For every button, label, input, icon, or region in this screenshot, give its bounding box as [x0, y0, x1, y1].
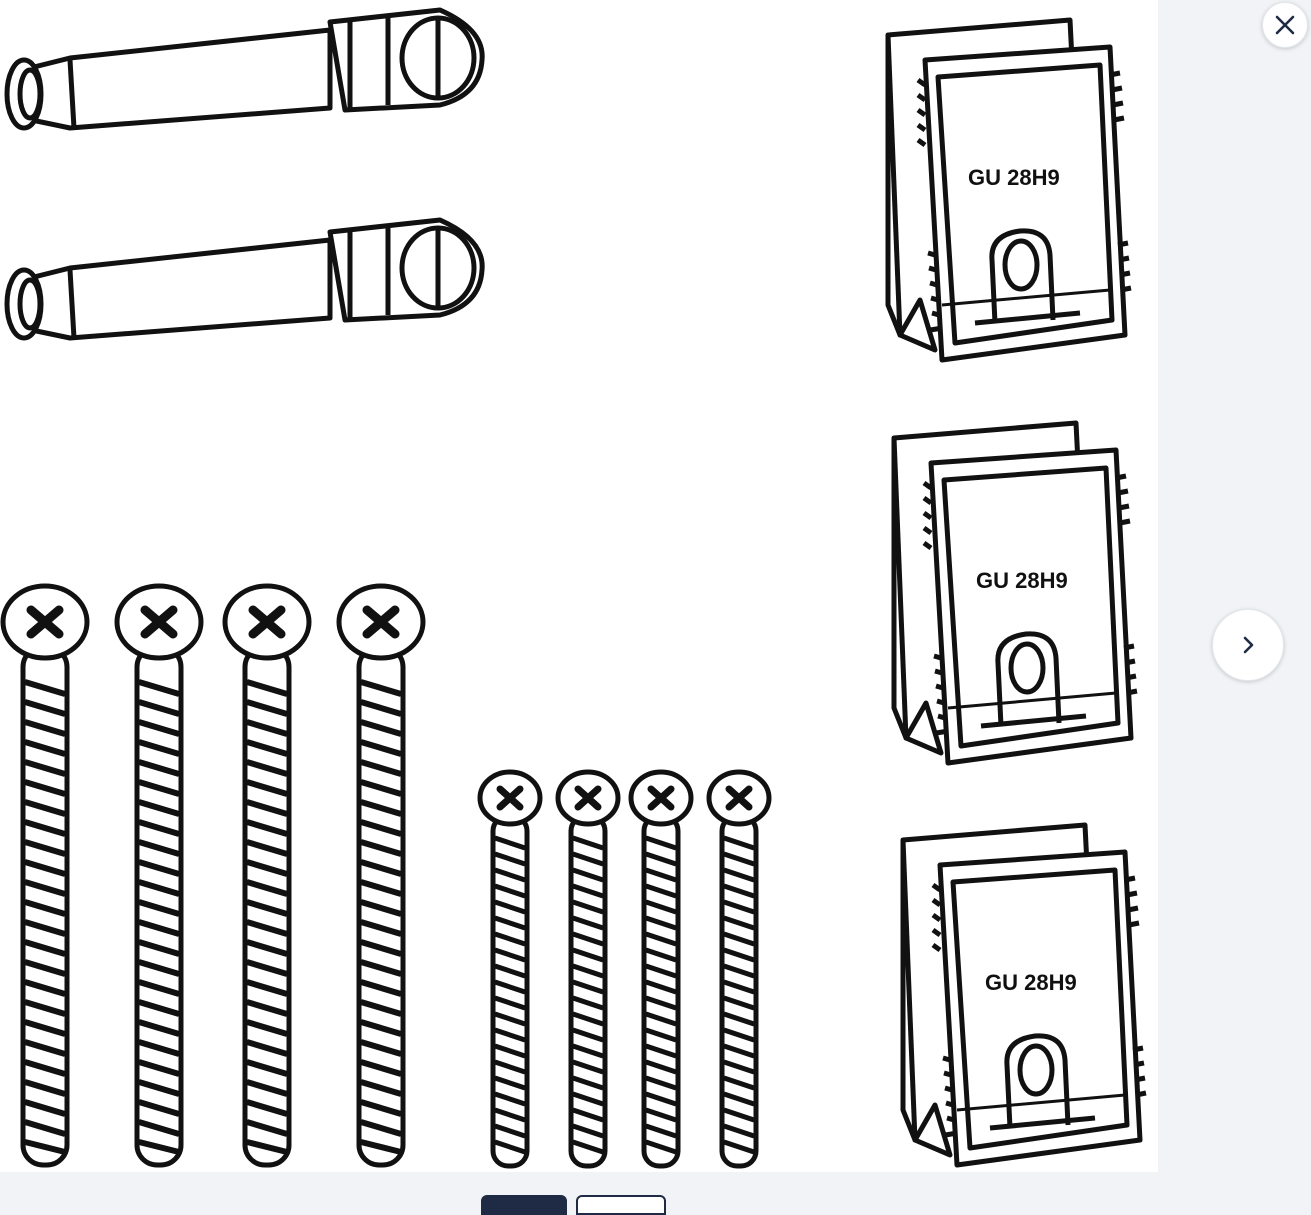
product-image: GU 28H9 GU 28H9 GU 28H9 — [0, 0, 1158, 1172]
chevron-right-icon — [1243, 636, 1254, 654]
short-screw-4 — [709, 772, 769, 1166]
short-screw-1 — [480, 772, 540, 1166]
thumbnail-2[interactable] — [576, 1195, 666, 1215]
bracket-2: GU 28H9 — [894, 423, 1137, 763]
pin-1 — [7, 10, 482, 128]
short-screw-3 — [631, 772, 691, 1166]
bracket-3-stamp: GU 28H9 — [985, 970, 1077, 995]
close-icon — [1275, 15, 1295, 35]
long-screw-4 — [339, 586, 423, 1165]
bracket-2-stamp: GU 28H9 — [976, 568, 1068, 593]
thumbnail-1-active[interactable] — [481, 1195, 567, 1215]
pin-2 — [7, 220, 482, 338]
bracket-1: GU 28H9 — [888, 20, 1131, 360]
bracket-1-stamp: GU 28H9 — [968, 165, 1060, 190]
long-screw-3 — [225, 586, 309, 1165]
close-button[interactable] — [1262, 2, 1308, 48]
long-screw-2 — [117, 586, 201, 1165]
short-screw-2 — [558, 772, 618, 1166]
bracket-3: GU 28H9 — [903, 825, 1146, 1165]
next-image-button[interactable] — [1212, 609, 1284, 681]
long-screw-1 — [3, 586, 87, 1165]
